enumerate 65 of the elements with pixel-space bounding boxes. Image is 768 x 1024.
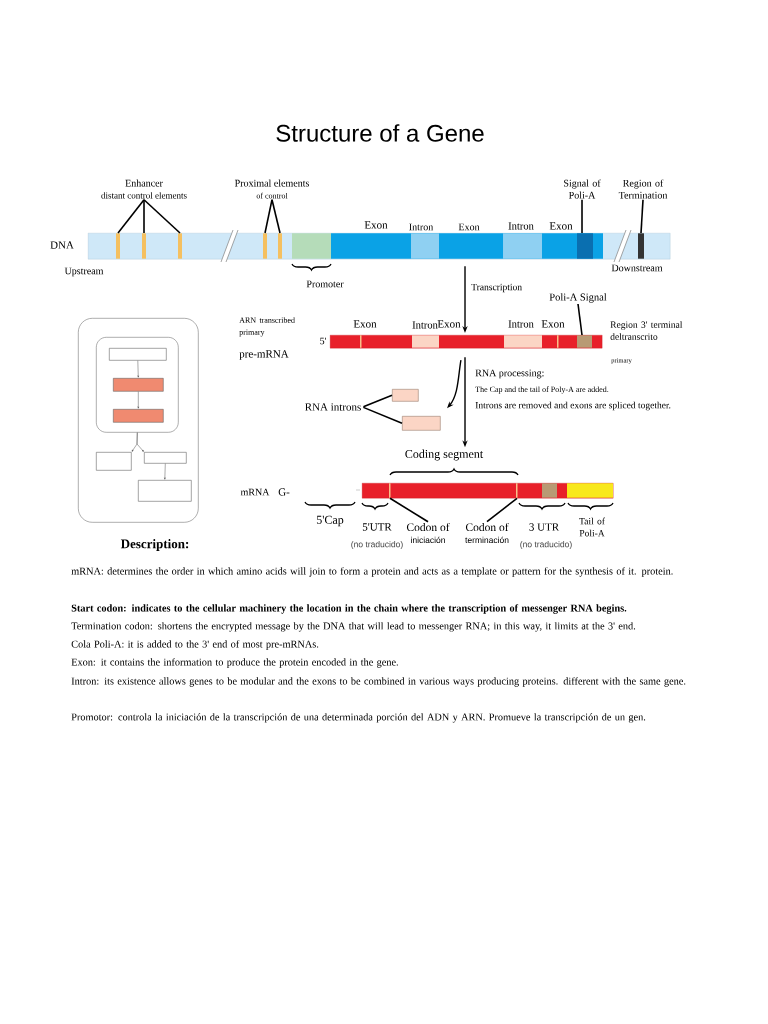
description-text: Promotor: controla la iniciación de la transcripción de una determinada porción del ADN y ARN. Promueve la transcripción de un gen. [71,713,646,723]
termination-label: Region of Termination [618,179,668,199]
region-label: 5'Cap [316,515,344,527]
flow-box [109,348,167,361]
exon-label: Exon [548,221,574,231]
row-label: ARN transcribed primary [239,317,295,337]
row-label: pre-mRNA [239,350,289,360]
leader-line [117,198,145,234]
arrow [164,463,166,480]
arrow [136,432,144,452]
description-text: Intron: its existence allows genes to be modular and the exons to be combined in various ways producing proteins. different with the same gene. [71,677,686,687]
codon-label: Codon of iniciación [406,522,450,544]
leader-line [271,198,281,234]
row-label: mRNA [240,488,270,496]
intron-box [402,416,441,431]
region-label: Promoter [306,280,344,288]
region-label: 3 UTR [529,523,560,531]
description-text: Cola Poli-A: it is added to the 3' end of most pre-mRNAs. [71,640,319,650]
leader-line [143,198,145,234]
signal-label: Signal of Poli-A [564,179,601,199]
cap-label: G- [278,488,290,496]
edge-label: Transcription [470,282,524,294]
leader-line [640,198,644,234]
leader-line [486,497,518,523]
enhancer-label: Enhancer distant control elements [101,179,187,199]
intron-box [392,389,419,402]
introns-label: RNA introns [305,403,361,411]
region-label: Upstream [64,267,104,277]
region-label: 5'UTR [362,523,392,531]
leader-line [581,198,583,234]
arrow [137,360,140,378]
region-label: Tail of Poli-A [579,517,605,537]
leader-line [143,198,181,234]
region-label: Region 3' terminal deltranscrito [610,321,683,340]
leader-line [389,497,429,523]
leader-line [362,406,403,425]
mrna-strand-drawing [355,483,614,499]
codon-label: Codon of terminación [465,522,509,544]
signal-label: Poli-A Signal [549,293,607,303]
heading: Description: [120,539,189,551]
description-text: Termination codon: shortens the encrypted message by the DNA that will lead to messenger RNA; in this way, it limits at the 3' end. [71,622,636,632]
note-text: The Cap and the tail of Poly-A are added. [475,386,609,394]
description-text: Start codon: indicates to the cellular machinery the location in the chain where the transcription of messenger RNA begins. [71,604,627,614]
leader-line [577,303,583,336]
segment-label: Coding segment [405,449,484,461]
arrow [137,391,140,409]
title: Structure of a Gene [276,124,484,142]
pre-mrna-strand-drawing [330,335,603,349]
dna-strand-drawing [88,229,671,263]
row-label: DNA [50,241,74,249]
description-text: Exon: it contains the information to produce the protein encoded in the gene. [71,658,398,668]
region-note: (no traducido) [520,541,572,549]
flow-box [144,452,187,464]
region-note: (no traducido) [351,541,403,549]
flow-box [138,480,192,502]
proximal-elements-label: Proximal elements of control [234,179,309,199]
flow-box [113,409,164,423]
flow-box [96,452,132,471]
flow-box [113,378,164,392]
leader-line [264,198,273,234]
edge-label: RNA processing: [474,368,546,380]
exon-label: Exon [437,320,461,328]
note-text: Introns are removed and exons are spliced together. [475,401,671,411]
leader-line [362,394,393,408]
description-text: mRNA: determines the order in which amino acids will join to form a protein and acts as a template or pattern for the synthesis of it. protein. [71,567,673,577]
